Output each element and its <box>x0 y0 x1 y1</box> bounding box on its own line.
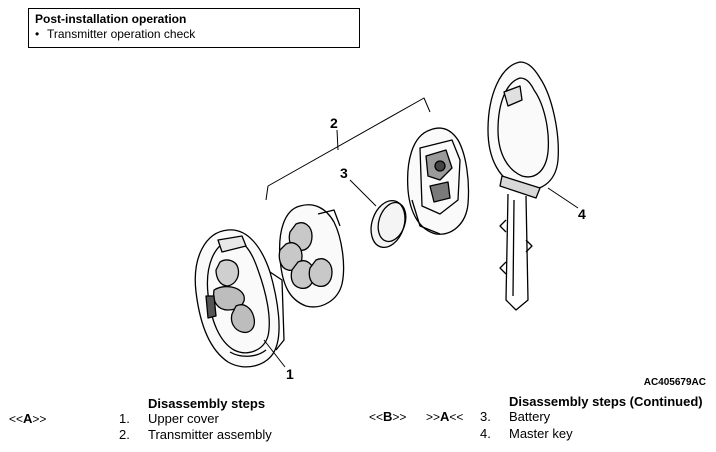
mark-post: >> <box>32 412 47 426</box>
master-key-illustration <box>487 61 559 311</box>
callout-1: 1 <box>286 366 294 382</box>
mark-letter: A <box>23 411 33 426</box>
bullet-icon: • <box>35 27 40 41</box>
mark-letter: A <box>440 409 450 424</box>
mark-letter: B <box>383 409 393 424</box>
post-installation-title: Post-installation operation <box>35 12 187 26</box>
transmitter-board-illustration <box>406 127 470 235</box>
step-number-4: 4. <box>480 426 491 441</box>
leader-line-3 <box>349 179 377 207</box>
step-label-upper-cover: Upper cover <box>148 411 219 426</box>
post-installation-item: • Transmitter operation check <box>35 27 353 42</box>
bracket-item-2 <box>265 97 431 201</box>
callout-4: 4 <box>578 206 586 222</box>
step-label-master-key: Master key <box>509 426 573 441</box>
callout-2: 2 <box>330 115 338 131</box>
disassembly-steps-title: Disassembly steps <box>148 396 266 411</box>
leader-line-4 <box>547 187 579 209</box>
mark-pre: << <box>369 410 384 424</box>
step-number-1: 1. <box>119 411 130 426</box>
mark-pre: << <box>9 412 24 426</box>
mark-post: << <box>449 410 464 424</box>
post-installation-box: Post-installation operation • Transmitter… <box>28 8 360 48</box>
step-label-battery: Battery <box>509 409 551 424</box>
service-point-mark-a: <<A>> <box>9 411 46 427</box>
step-label-transmitter-assembly: Transmitter assembly <box>148 427 272 442</box>
mark-post: >> <box>392 410 407 424</box>
step-number-3: 3. <box>480 409 491 424</box>
step-number-2: 2. <box>119 427 130 442</box>
leader-line-1 <box>263 339 286 368</box>
service-point-mark-b: <<B>> <box>369 409 406 425</box>
mark-pre: >> <box>426 410 441 424</box>
disassembly-steps-continued-title: Disassembly steps (Continued) <box>509 394 703 409</box>
transmitter-front-illustration <box>278 204 345 308</box>
upper-cover-illustration <box>194 229 285 368</box>
service-point-mark-a-reassembly: >>A<< <box>426 409 463 425</box>
battery-illustration <box>370 199 407 249</box>
leader-line-2 <box>336 129 339 151</box>
callout-3: 3 <box>340 165 348 181</box>
figure-code: AC405679AC <box>643 377 706 388</box>
post-installation-item-text: Transmitter operation check <box>47 27 196 41</box>
